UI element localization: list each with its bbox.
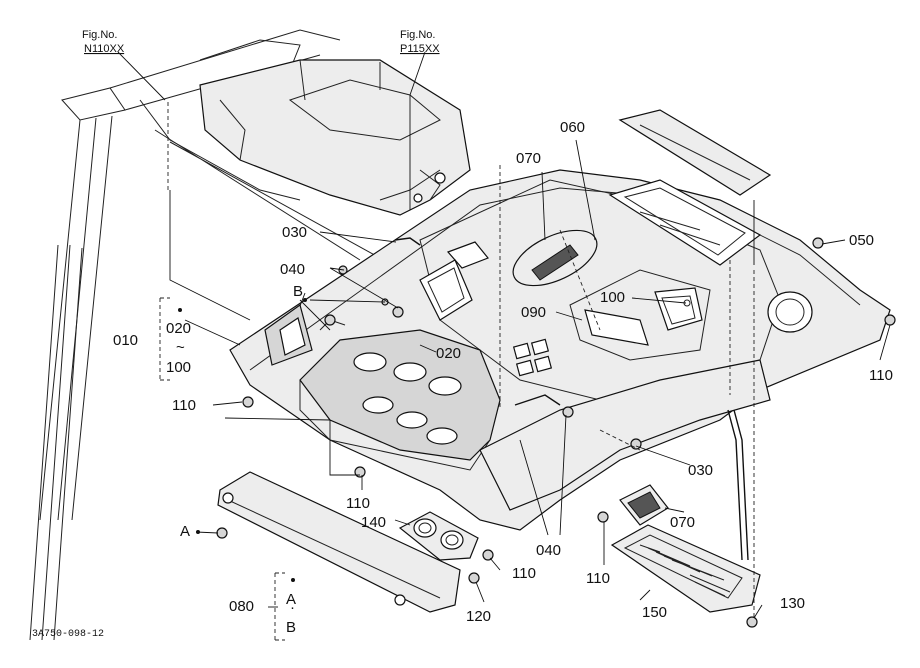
ac-unit-drawing [199,59,471,216]
ref-marker-dot [303,298,307,302]
ref-marker-a-bracket: A [286,591,296,608]
ref-marker-separator: · [290,599,295,616]
roof-frame-drawing [29,29,381,641]
ref-marker-dot [178,308,182,312]
drawing-code: 3A750-098-12 [32,629,104,640]
figure-reference-n110xx[interactable]: Fig.No. N110XX [82,29,125,55]
part-label-150[interactable]: 150 [642,604,667,621]
part-label-110-left[interactable]: 110 [172,397,196,414]
part-label-120[interactable]: 120 [466,608,491,625]
part-label-110-center[interactable]: 110 [346,495,370,512]
part-label-080[interactable]: 080 [229,598,254,615]
part-label-140[interactable]: 140 [361,514,386,531]
rod-drawing [394,237,749,561]
part-label-030-top[interactable]: 030 [282,224,307,241]
roof-headliner-drawing [229,109,891,531]
part-label-100-right[interactable]: 100 [600,289,625,306]
part-label-050[interactable]: 050 [849,232,874,249]
part-label-020-range-start[interactable]: 020 [166,320,191,337]
sun-visor-drawing [217,471,461,613]
part-label-110-right[interactable]: 110 [869,367,893,384]
dome-lamp-drawing [398,511,479,561]
part-label-range-tilde: ~ [176,339,185,356]
ref-marker-dot [291,578,295,582]
fig-ref-number: P115XX [400,43,440,55]
fig-ref-number: N110XX [84,43,125,55]
ref-marker-dot [196,530,200,534]
part-label-130[interactable]: 130 [780,595,805,612]
leader-lines [117,51,891,641]
lower-lamp-drawing [619,484,669,526]
part-label-040-top[interactable]: 040 [280,261,305,278]
part-label-020-tray[interactable]: 020 [436,345,461,362]
part-label-030-right[interactable]: 030 [688,462,713,479]
part-label-070-bottom[interactable]: 070 [670,514,695,531]
ref-marker-b-top: B [293,283,303,300]
part-label-090[interactable]: 090 [521,304,546,321]
part-label-110-low-middle[interactable]: 110 [512,565,536,582]
part-label-060[interactable]: 060 [560,119,585,136]
fig-ref-title: Fig.No. [82,29,117,41]
part-label-100-range-end[interactable]: 100 [166,359,191,376]
part-label-110-low-right[interactable]: 110 [586,570,610,587]
part-label-010[interactable]: 010 [113,332,138,349]
part-label-040-bottom[interactable]: 040 [536,542,561,559]
fasteners-drawing [216,237,896,628]
figure-reference-p115xx[interactable]: Fig.No. P115XX [400,29,440,55]
ref-marker-b-bracket: B [286,619,296,636]
fig-ref-title: Fig.No. [400,29,435,41]
part-label-070-top[interactable]: 070 [516,150,541,167]
ref-marker-a-left: A [180,523,190,540]
grille-cover-drawing [610,524,761,613]
